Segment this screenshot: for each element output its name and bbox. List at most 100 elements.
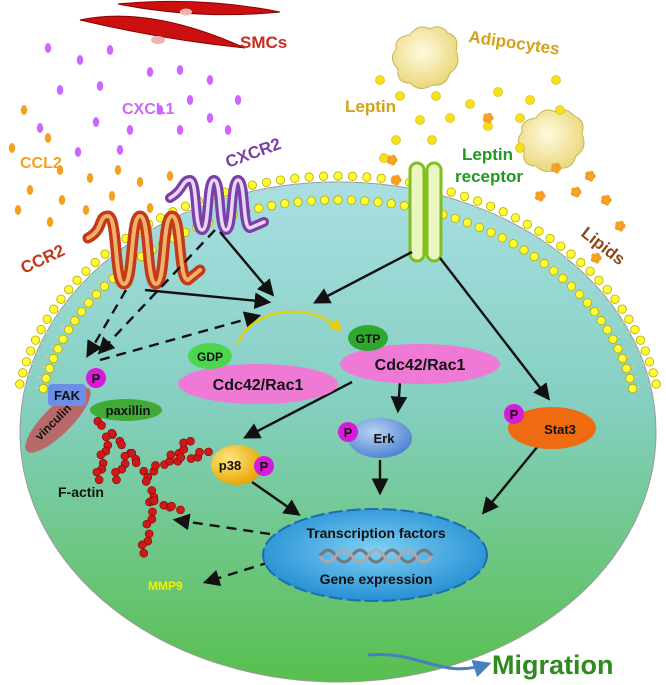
lipid-head: [608, 334, 618, 344]
erk-label: Erk: [374, 431, 396, 446]
lipid-head: [293, 197, 303, 207]
lipid-head: [575, 289, 585, 300]
lipid-head: [320, 195, 330, 205]
lipid-head: [180, 201, 190, 211]
lipid-head: [497, 233, 507, 243]
ligand-particles: [8, 43, 626, 264]
lipid-head: [91, 289, 101, 300]
leptin-particle: [431, 91, 441, 101]
lipid-head: [446, 187, 456, 197]
fak-phospho-label: P: [92, 371, 101, 386]
dashed-arrows: [86, 229, 271, 587]
actin-monomer: [176, 505, 185, 515]
gdp-gtp-exchange-arrow: [236, 310, 342, 345]
leptin-particle: [525, 95, 535, 105]
leptin-particle: [427, 135, 437, 145]
cxcl1-particle: [96, 81, 104, 91]
paxillin-label: paxillin: [106, 403, 151, 418]
actin-monomer: [112, 475, 121, 485]
cxcl1-particle: [206, 113, 214, 123]
lipid-head: [21, 357, 32, 367]
lipid-head: [48, 353, 59, 364]
cxcl1-particle: [76, 55, 84, 65]
lipid-head: [450, 213, 460, 224]
leptin-particle: [395, 91, 405, 101]
leptin-particle: [415, 115, 425, 125]
lipid-head: [474, 222, 484, 232]
leptin-receptor-label-2: receptor: [455, 167, 523, 186]
lipid-head: [58, 334, 68, 344]
ccl2-particle: [46, 217, 54, 227]
lipid-droplet: [390, 154, 397, 160]
ccr2-receptor: [82, 210, 206, 290]
lipid-head: [84, 298, 94, 308]
cdc42-rac1-active: [340, 344, 500, 384]
lipid-head: [56, 294, 66, 304]
erk-node: [348, 418, 412, 458]
actin-monomer: [204, 447, 213, 457]
cxcl1-particle: [36, 123, 44, 133]
lipid-head: [621, 363, 632, 374]
cxcl1-particle: [56, 85, 64, 95]
lipid-head: [589, 307, 600, 317]
fak-label: FAK: [54, 388, 81, 403]
lipid-head: [304, 172, 314, 182]
p38-label: p38: [219, 458, 241, 473]
lipid-head: [625, 373, 635, 384]
ccl2-particle: [8, 143, 16, 153]
ccl2-particle: [146, 203, 154, 213]
lipid-head: [76, 307, 87, 317]
lipid-head: [648, 368, 658, 378]
lipid-head: [498, 207, 508, 217]
lipid-head: [644, 357, 655, 367]
actin-monomer: [94, 475, 104, 485]
lipid-head: [64, 325, 74, 335]
actin-monomer: [96, 450, 106, 460]
actin-monomer: [186, 436, 195, 446]
actin-monomer: [117, 440, 126, 450]
erk-phospho-label: P: [344, 425, 353, 440]
lipid-head: [53, 344, 63, 354]
ccr2-label: CCR2: [18, 241, 68, 278]
lipid-droplet: [574, 186, 581, 192]
actin-monomer: [148, 507, 157, 517]
transcription-factors-label: Transcription factors: [306, 525, 445, 541]
lipid-head: [15, 379, 25, 389]
lipid-head: [635, 335, 646, 345]
lipid-head: [280, 199, 290, 209]
actin-monomer: [166, 450, 176, 460]
cxcl1-particle: [176, 125, 184, 135]
lipid-head: [347, 171, 358, 181]
actin-monomer: [139, 466, 149, 476]
lipid-head: [72, 275, 82, 285]
cxcl1-particle: [206, 75, 214, 85]
lipid-head: [566, 281, 577, 291]
ccl2-particle: [86, 173, 94, 183]
lipid-head: [566, 249, 576, 259]
lipid-head: [100, 249, 110, 259]
mmp9-label: MMP9: [148, 579, 183, 593]
ccl2-particle: [166, 171, 174, 181]
lipid-head: [596, 316, 606, 326]
actin-monomer: [195, 447, 204, 457]
lipid-head: [346, 195, 356, 205]
lipid-head: [617, 353, 628, 364]
lipid-head: [602, 285, 612, 295]
lipid-head: [594, 275, 604, 285]
lipid-head: [459, 191, 470, 201]
actin-monomer: [137, 540, 147, 550]
stat3-node: [508, 407, 596, 449]
leptin-particle: [445, 113, 455, 123]
leptin-particle: [551, 75, 561, 85]
lipid-head: [556, 241, 566, 251]
ccl2-particle: [44, 133, 52, 143]
lipid-head: [508, 239, 518, 249]
lipid-head: [534, 226, 544, 236]
actin-monomer: [120, 451, 130, 461]
lipid-head: [247, 180, 257, 190]
p38-phospho-label: P: [260, 459, 269, 474]
cxcl1-particle: [156, 105, 164, 115]
lipid-head: [539, 258, 549, 269]
lipid-head: [486, 227, 496, 238]
lipid-head: [522, 219, 532, 229]
